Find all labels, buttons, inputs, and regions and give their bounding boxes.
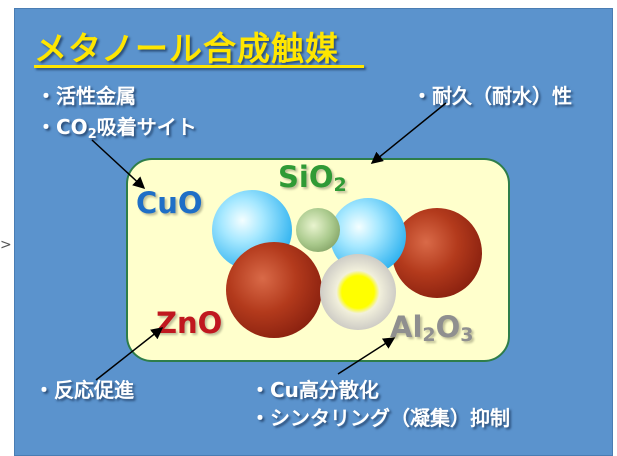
arrow-dispersion-to-al2o3 xyxy=(337,337,396,375)
al2o3-particle xyxy=(320,254,396,330)
al2o3-label: Al2O3 xyxy=(390,310,474,346)
sio2-particle xyxy=(296,208,340,252)
slide-title: メタノール合成触媒 xyxy=(34,29,340,68)
slide: メタノール合成触媒 ・活性金属 ・CO2吸着サイト ・耐久（耐水）性 ・反応促進… xyxy=(14,8,613,456)
arrow-co2-to-cuo xyxy=(91,139,146,190)
zno-particle-left xyxy=(226,242,322,338)
note-reaction-promotion: ・反応促進 xyxy=(34,378,134,402)
note-cu-dispersion: ・Cu高分散化 xyxy=(250,378,379,402)
sio2-label: SiO2 xyxy=(278,160,347,196)
edge-arrow-glyph: > xyxy=(0,237,12,253)
title-underline xyxy=(34,65,364,68)
zno-particle-right xyxy=(392,208,482,298)
note-active-metal: ・活性金属 xyxy=(36,84,136,108)
arrow-reaction-to-zno xyxy=(95,327,164,381)
pointer-arrows xyxy=(91,102,447,381)
note-co2-adsorption-site: ・CO2吸着サイト xyxy=(36,115,197,142)
note-durability: ・耐久（耐水）性 xyxy=(412,84,572,108)
zno-label: ZnO xyxy=(156,306,223,340)
cuo-label: CuO xyxy=(136,186,203,220)
note-sintering-suppression: ・シンタリング（凝集）抑制 xyxy=(250,406,510,430)
arrow-durability-to-sio2 xyxy=(370,102,447,164)
